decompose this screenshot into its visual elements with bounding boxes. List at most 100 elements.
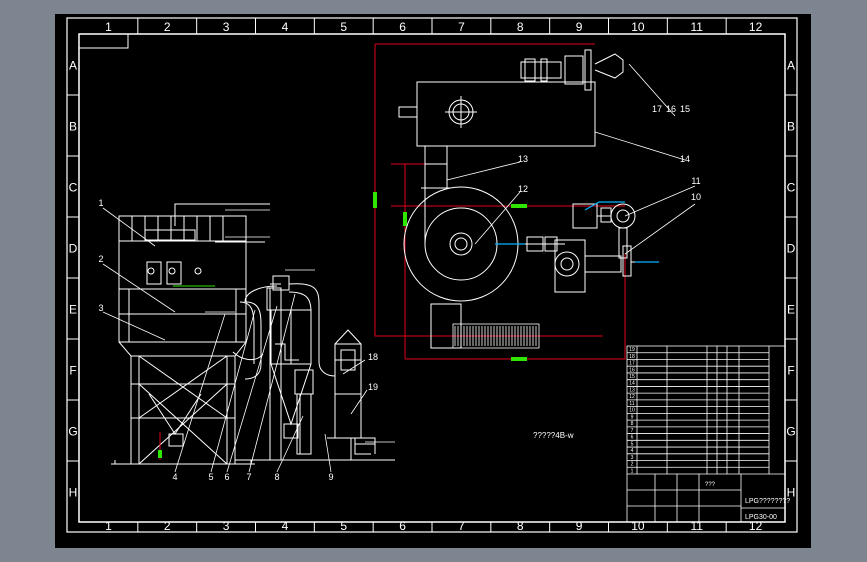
row-label: C — [69, 181, 78, 195]
column-label: 4 — [282, 20, 289, 34]
title-block-row-number: 16 — [629, 367, 635, 373]
callout-number: 1 — [98, 198, 103, 208]
title-block-row-number: 13 — [629, 387, 635, 393]
column-label: 5 — [340, 519, 347, 533]
right-leaders — [446, 63, 696, 255]
column-label: 4 — [282, 519, 289, 533]
zone-ticks — [67, 18, 797, 532]
title-block-row-number: 10 — [629, 408, 635, 414]
column-label: 1 — [105, 20, 112, 34]
title-block-row-number: 7 — [631, 428, 634, 434]
row-label: B — [69, 120, 77, 134]
column-label: 7 — [458, 20, 465, 34]
callout-number: 3 — [98, 303, 103, 313]
column-label: 1 — [105, 519, 112, 533]
column-label: 7 — [458, 519, 465, 533]
row-label: E — [69, 303, 77, 317]
title-block-row-number: 3 — [631, 455, 634, 461]
row-label: D — [787, 242, 796, 256]
callouts-right: 10 11 12 13 14 17 16 15 — [518, 104, 701, 202]
corner-tab — [79, 34, 129, 49]
callout-number: 6 — [224, 472, 229, 482]
assembly-caption: ?????4B-w — [533, 431, 574, 440]
column-label: 6 — [399, 20, 406, 34]
column-label: 2 — [164, 519, 171, 533]
row-label: F — [787, 364, 794, 378]
right-green-marks — [373, 192, 527, 361]
left-dimensions — [158, 209, 395, 460]
title-block-row-number: 17 — [629, 361, 635, 367]
left-leaders — [102, 207, 368, 473]
column-label: 10 — [631, 20, 645, 34]
row-label: H — [69, 486, 78, 500]
title-block-row-number: 15 — [629, 374, 635, 380]
callout-number: 10 — [691, 192, 701, 202]
callout-number: 11 — [691, 176, 700, 186]
bag-filter — [111, 203, 270, 465]
callout-number: 9 — [328, 472, 333, 482]
row-labels-left: A B C D E F G H — [68, 59, 77, 500]
callout-number: 16 — [666, 104, 676, 114]
row-label: B — [787, 120, 795, 134]
callout-number: 4 — [172, 472, 177, 482]
column-label: 9 — [576, 20, 583, 34]
column-label: 8 — [517, 519, 524, 533]
callout-number: 7 — [246, 472, 251, 482]
column-label: 12 — [749, 519, 763, 533]
callout-number: 13 — [518, 154, 528, 164]
row-label: H — [787, 486, 796, 500]
callout-number: 17 — [652, 104, 662, 114]
column-label: 9 — [576, 519, 583, 533]
drawing-number: LPG30-00 — [745, 514, 777, 521]
callout-number: 14 — [680, 154, 690, 164]
callout-number: 18 — [368, 352, 378, 362]
callout-number: 2 — [98, 254, 103, 264]
column-label: 12 — [749, 20, 763, 34]
row-label: C — [787, 181, 796, 195]
row-label: D — [69, 242, 78, 256]
title-block-row-number: 19 — [629, 347, 635, 353]
column-label: 3 — [223, 519, 230, 533]
column-label: 11 — [691, 20, 704, 34]
column-label: 8 — [517, 20, 524, 34]
title-block-row-number: 18 — [629, 354, 635, 360]
row-label: G — [68, 425, 77, 439]
title-block-row-number: 1 — [631, 468, 634, 474]
title-block-row-number: 6 — [631, 435, 634, 441]
column-label: 5 — [340, 20, 347, 34]
row-label: A — [787, 59, 795, 73]
title-block-row-number: 9 — [631, 414, 634, 420]
column-label: 11 — [691, 519, 704, 533]
detail-lines — [495, 201, 659, 263]
row-label: F — [69, 364, 76, 378]
title-block-row-number: 12 — [629, 394, 635, 400]
title-block-row-number: 8 — [631, 421, 634, 427]
callout-number: 12 — [518, 184, 528, 194]
title-block-row-number: 2 — [631, 462, 634, 468]
row-label: G — [786, 425, 795, 439]
title-block-row-number: 4 — [631, 448, 634, 454]
row-label: A — [69, 59, 77, 73]
right-dimensions — [374, 43, 626, 360]
outer-frame — [66, 17, 798, 533]
column-label: 2 — [164, 20, 171, 34]
callout-number: 19 — [368, 382, 378, 392]
column-label: 6 — [399, 519, 406, 533]
cyclones-and-ducts — [232, 275, 395, 461]
title-block-row-number: 14 — [629, 381, 635, 387]
callout-number: 15 — [680, 104, 690, 114]
title-block-row-number: 11 — [629, 401, 634, 407]
callout-number: 5 — [208, 472, 213, 482]
column-label: 3 — [223, 20, 230, 34]
title-block — [626, 345, 786, 523]
gear-teeth — [452, 323, 540, 349]
scale-label: ??? — [705, 482, 716, 488]
drawing-name: LPG???????? — [745, 498, 790, 505]
